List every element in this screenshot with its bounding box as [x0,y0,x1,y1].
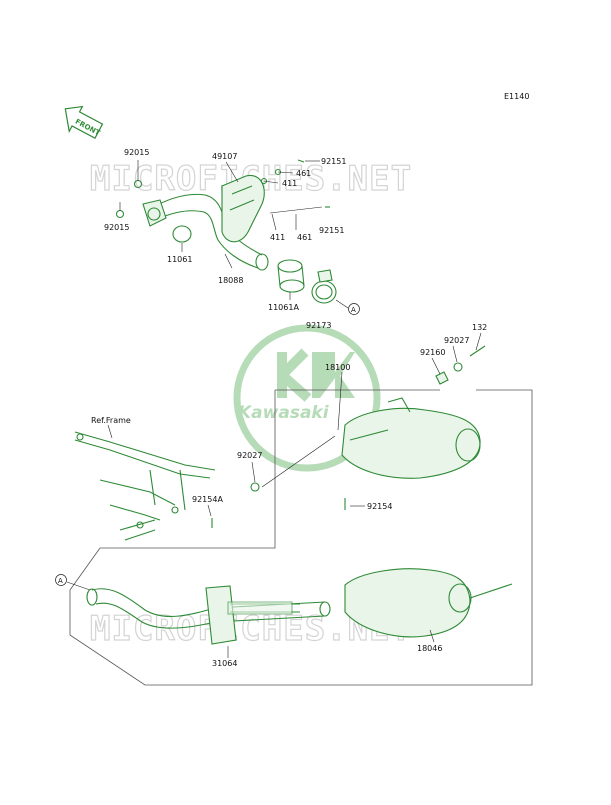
callout-92027-left: 92027 [237,451,262,460]
bolt-132 [469,345,486,357]
callout-461-lower: 461 [297,233,312,242]
kawasaki-logo-text: Kawasaki [238,403,330,423]
callout-92160: 92160 [420,348,445,357]
callout-411-upper: 411 [282,179,297,188]
nut-92160 [435,371,449,385]
ref-frame-label: Ref.Frame [91,416,131,425]
gasket-11061a [277,259,305,293]
washer-411-upper [260,177,268,185]
heat-guard [221,174,265,243]
diagram-code: E1140 [504,92,529,101]
front-arrow-icon: FRONT [64,105,104,140]
marker-a-upper-label: A [351,306,356,314]
gasket-11061 [172,225,192,243]
callout-92173: 92173 [306,321,331,330]
circle-marker-a-lower [55,574,67,586]
callout-18088: 18088 [218,276,243,285]
callout-18100: 18100 [325,363,350,372]
front-pipe-31064 [86,585,331,645]
callout-92154: 92154 [367,502,392,511]
callout-31064: 31064 [212,659,237,668]
callout-92151-lower: 92151 [319,226,344,235]
nut-92015-lower [115,209,125,219]
callout-92015-upper: 92015 [124,148,149,157]
marker-a-lower-label: A [58,577,63,585]
callout-92151-upper: 92151 [321,157,346,166]
ref-frame-sketch [74,431,216,541]
bolt-92151-upper [297,159,305,163]
kawasaki-logo: Kawasaki [233,324,381,472]
callout-411-lower: 411 [270,233,285,242]
circle-marker-a-upper [348,303,360,315]
assembly-frame [69,389,533,686]
collar-92027-right [453,362,463,372]
silencer-sleeve-18046 [344,568,513,638]
callout-49107: 49107 [212,152,237,161]
silencer-18100 [341,397,481,479]
collar-92027-left [250,482,260,492]
callout-92015-lower: 92015 [104,223,129,232]
callout-92027-right: 92027 [444,336,469,345]
callout-11061: 11061 [167,255,192,264]
clamp-92173 [311,269,337,304]
callout-461-upper: 461 [296,169,311,178]
callout-11061a: 11061A [268,303,299,312]
callout-92154a: 92154A [192,495,223,504]
callout-132: 132 [472,323,487,332]
callout-18046: 18046 [417,644,442,653]
